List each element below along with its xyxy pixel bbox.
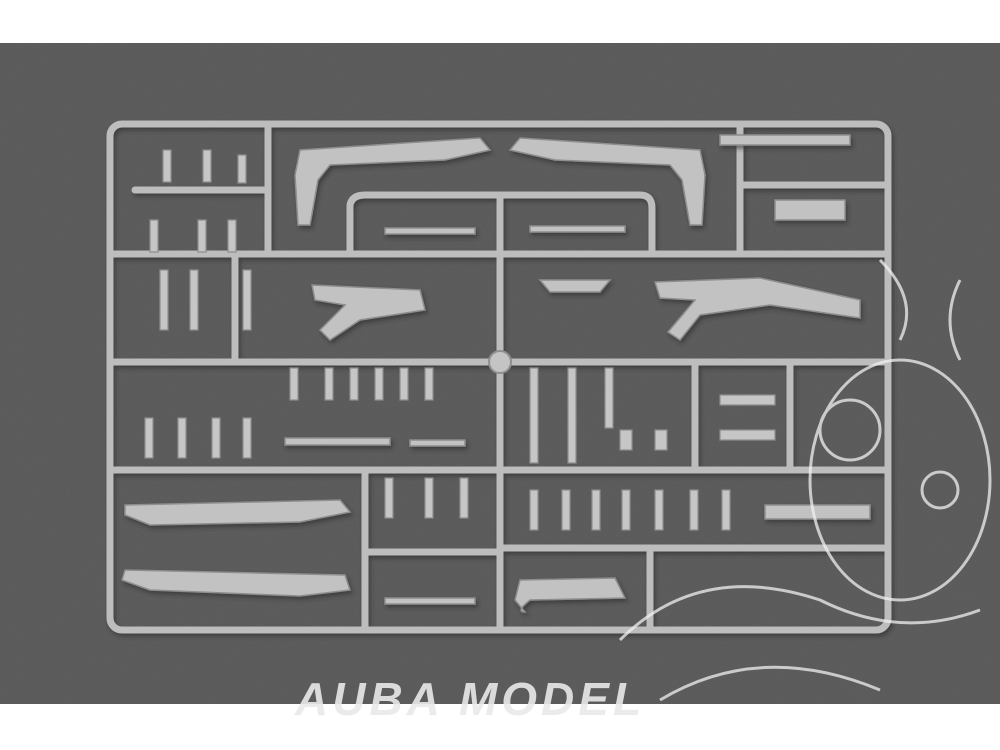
sprue-gate bbox=[488, 350, 512, 374]
kit-parts bbox=[121, 134, 871, 613]
top-white-band bbox=[0, 0, 1000, 43]
small-pins bbox=[144, 149, 776, 531]
bottom-white-band bbox=[0, 704, 1000, 750]
sprue-frame bbox=[106, 120, 892, 634]
mascot-watermark bbox=[618, 258, 992, 702]
watermark-text: AUBA MODEL bbox=[295, 673, 646, 725]
